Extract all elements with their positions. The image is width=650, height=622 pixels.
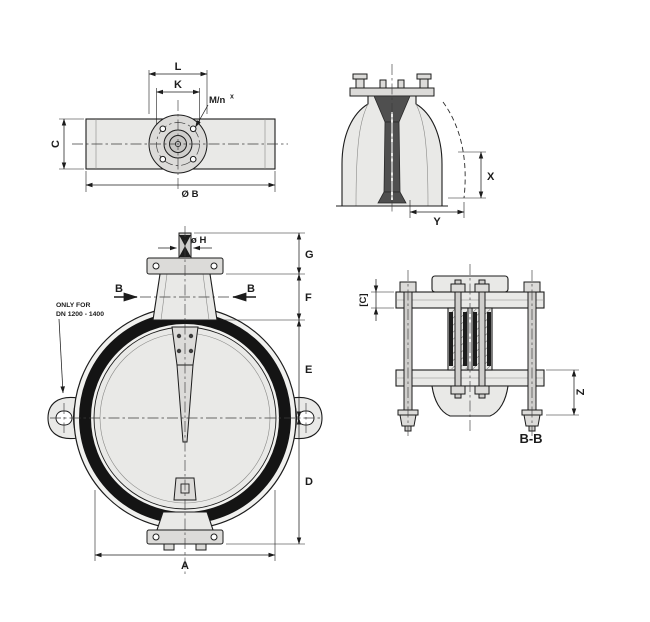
dim-label-Y: Y (433, 216, 441, 228)
dim-B-diameter: Ø B (85, 171, 276, 200)
dim-label-A: A (181, 560, 189, 572)
dim-label-C-bracket: [C] (358, 293, 369, 306)
section-b-b-view: [C] Z B-B (358, 264, 587, 446)
dim-Z: Z (546, 369, 587, 416)
dim-label-M: M/n (209, 95, 226, 106)
flange-bolts (352, 73, 432, 89)
dim-chain-right: G F E D (194, 232, 314, 545)
swing-envelope-arc (442, 101, 466, 199)
note-line2: DN 1200 - 1400 (56, 311, 104, 318)
dim-label-Z: Z (575, 388, 587, 395)
section-title: B-B (519, 431, 542, 446)
bushing-assembly-left (447, 279, 469, 399)
note-line1: ONLY FOR (56, 302, 90, 309)
dim-label-G: G (305, 249, 314, 261)
dim-label-H: ø H (191, 235, 206, 246)
disc-boss-holes (176, 333, 194, 354)
dim-label-F: F (305, 292, 312, 304)
section-label-B-right: B (247, 283, 255, 295)
dim-M: M/n x (195, 94, 234, 128)
dim-C-bracket: [C] (358, 279, 394, 321)
note-dn-range: ONLY FOR DN 1200 - 1400 (56, 302, 104, 394)
section-cut-B-B: B B (114, 283, 256, 302)
valve-front-view: ø H B B ONLY FOR DN 1200 - 1400 G F E (47, 226, 323, 577)
dim-label-E: E (305, 364, 312, 376)
dim-label-X: X (487, 171, 495, 183)
section-label-B-left: B (115, 283, 123, 295)
dim-K: K (156, 79, 200, 124)
dim-A: A (94, 490, 276, 572)
dim-X: X (448, 151, 495, 199)
dim-label-C: C (50, 140, 62, 148)
dim-label-B-diameter: Ø B (182, 189, 199, 200)
neck-side-view: X Y (336, 64, 495, 228)
dim-label-L: L (175, 61, 182, 73)
bolt-holes (159, 125, 197, 163)
dim-label-D: D (305, 476, 313, 488)
top-flange-view: L K M/n x C Ø B (50, 61, 288, 200)
dim-Y: Y (409, 200, 465, 228)
bushing-assembly-right (471, 279, 493, 399)
dim-H-diameter: ø H (158, 235, 212, 251)
dim-label-M-sup: x (230, 94, 234, 101)
dim-label-K: K (174, 79, 182, 91)
dim-C: C (50, 118, 84, 170)
